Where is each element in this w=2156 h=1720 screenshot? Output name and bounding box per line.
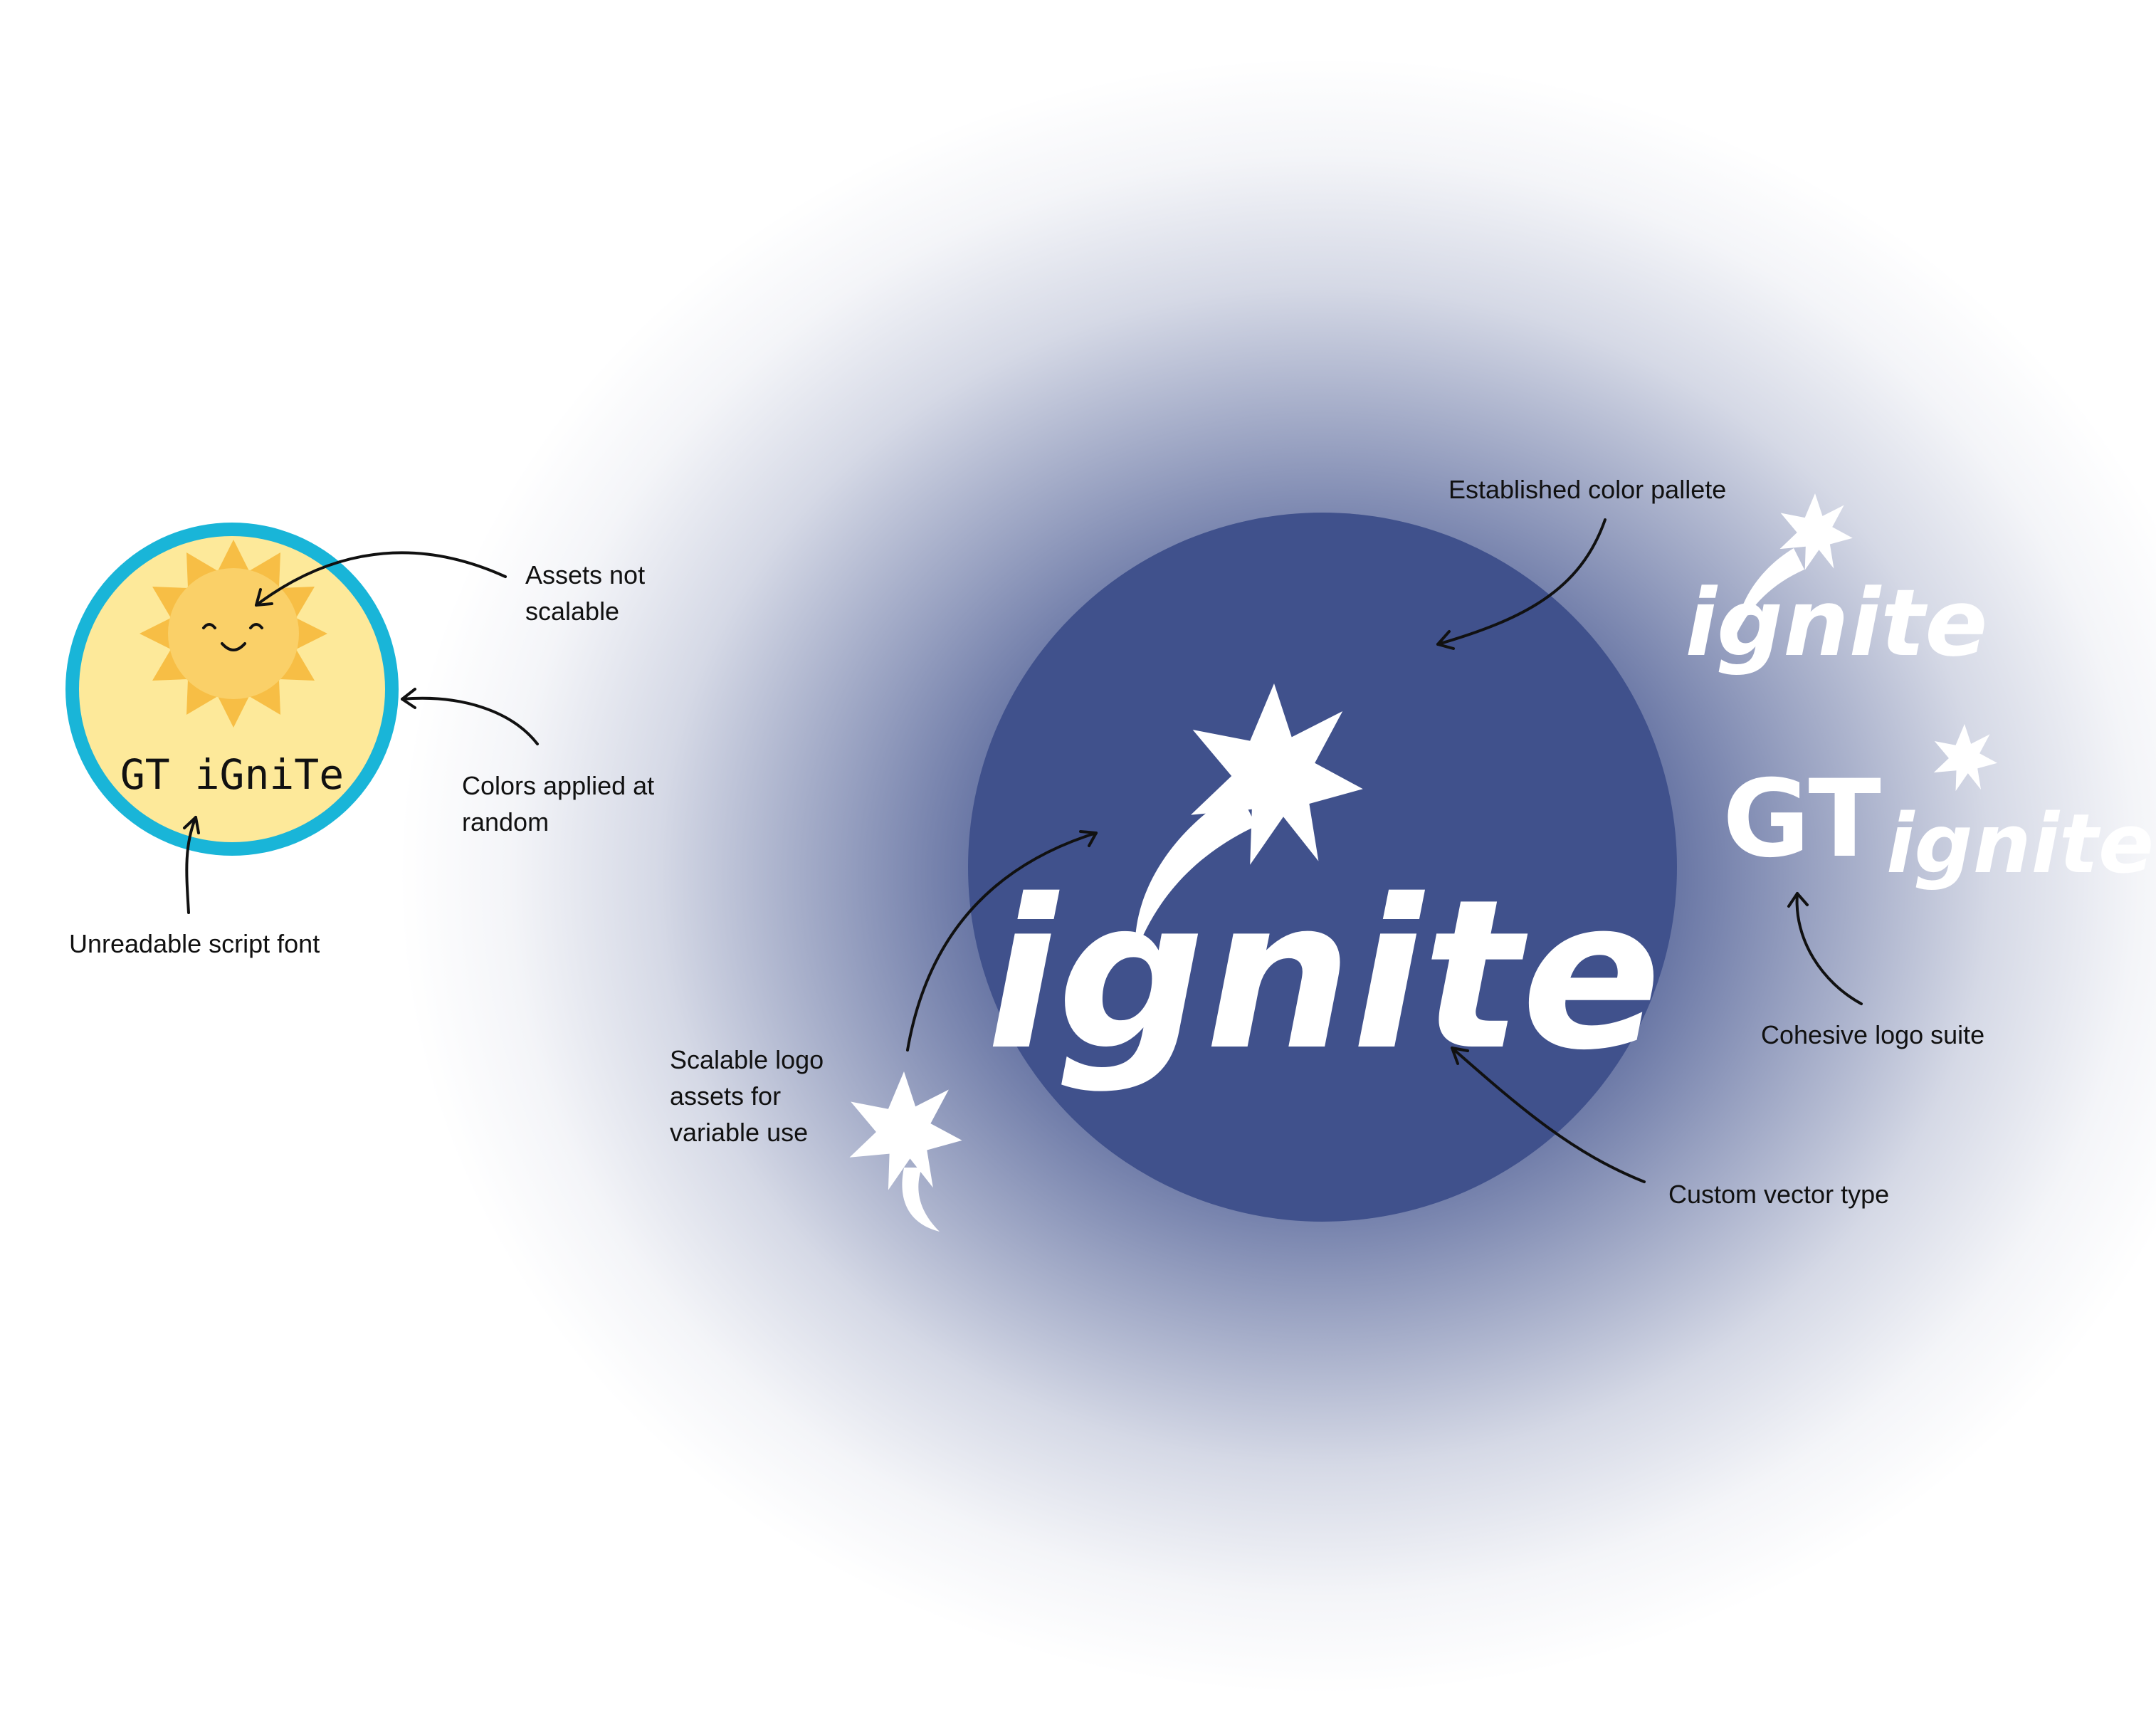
annotation-arrows xyxy=(183,518,1863,1183)
new-logo-wordmark: ignite xyxy=(987,856,1661,1096)
star-asset-tail xyxy=(902,1168,940,1232)
label-custom-vector-type: Custom vector type xyxy=(1668,1180,1890,1209)
arrow-established-palette xyxy=(1436,518,1607,646)
suite-gt-wordmark: GT xyxy=(1723,757,1881,881)
label-colors-random: Colors applied at random xyxy=(462,771,655,837)
scalable-star-asset xyxy=(849,1071,962,1232)
old-logo-wordmark: GT iGniTe xyxy=(120,750,344,799)
old-logo-badge: GT iGniTe xyxy=(65,523,399,856)
suite-logo-gt-ignite: GT ignite xyxy=(1723,724,2154,892)
label-cohesive-suite: Cohesive logo suite xyxy=(1761,1020,1985,1049)
label-unreadable-font: Unreadable script font xyxy=(69,929,320,958)
logo-comet-tail xyxy=(1135,790,1256,954)
arrow-assets-not-scalable xyxy=(255,551,507,607)
suite-logo-ignite: ignite xyxy=(1685,493,1988,677)
label-assets-not-scalable: Assets not scalable xyxy=(525,560,646,626)
new-logo-mark: ignite xyxy=(987,683,1661,1096)
suite-gt-ignite-wordmark: ignite xyxy=(1886,797,2154,892)
sun-icon xyxy=(140,540,327,728)
new-logo-circle xyxy=(968,513,1677,1222)
label-scalable-assets: Scalable logo assets for variable use xyxy=(670,1045,824,1147)
arrow-unreadable-font xyxy=(185,816,197,914)
arrow-colors-random xyxy=(401,696,539,745)
label-established-palette: Established color pallete xyxy=(1448,475,1727,504)
arrow-cohesive-suite xyxy=(1795,892,1863,1005)
arrow-scalable-assets xyxy=(906,832,1098,1052)
suite-gt-star-icon xyxy=(1933,724,1998,792)
suite-ignite-wordmark: ignite xyxy=(1685,569,1987,677)
arrow-custom-vector-type xyxy=(1451,1047,1646,1183)
